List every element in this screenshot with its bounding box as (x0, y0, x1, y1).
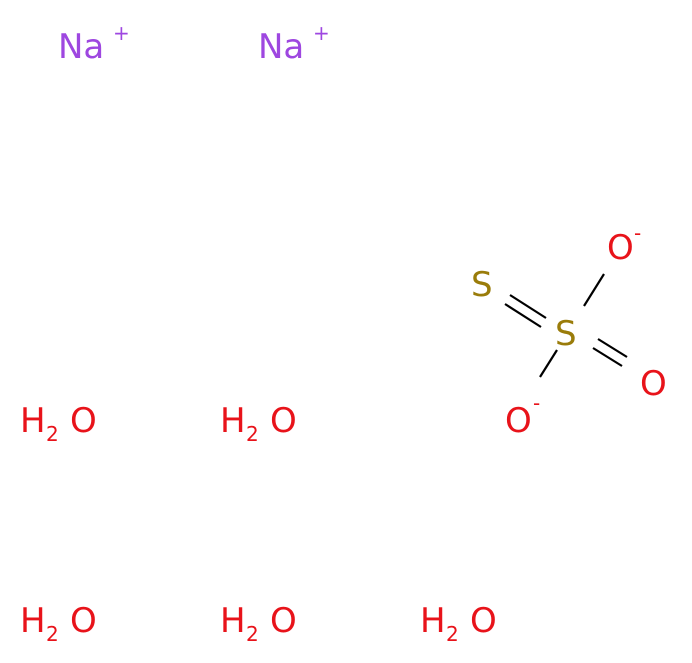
water-molecule: H 2 O (220, 601, 297, 646)
sodium-symbol: Na (258, 27, 304, 67)
s-o-double-bond-line (597, 338, 628, 358)
water-subscript: 2 (246, 422, 259, 446)
water-molecule: H 2 O (420, 601, 497, 646)
s-s-double-bond-line (509, 294, 547, 319)
thiosulfate-bonds (504, 273, 628, 378)
sodium-ion: Na + (258, 21, 330, 67)
terminal-sulfur-atom: S (471, 265, 493, 305)
water-molecule: H 2 O (220, 401, 297, 446)
water-hydrogen: H (20, 601, 46, 641)
water-subscript: 2 (446, 622, 459, 646)
double-bond-oxygen-atom: O (640, 364, 667, 404)
water-oxygen: O (470, 601, 497, 641)
thiosulfate-anion: S S O O - O - (471, 221, 667, 441)
water-oxygen: O (70, 401, 97, 441)
s-o-double-bond-line (592, 347, 623, 367)
water-molecule: H 2 O (20, 601, 97, 646)
water-hydrogen: H (220, 401, 246, 441)
anion-oxygen-charge: - (634, 221, 641, 245)
water-hydrogen: H (20, 401, 46, 441)
water-molecule: H 2 O (20, 401, 97, 446)
sodium-charge: + (113, 21, 130, 45)
water-subscript: 2 (46, 422, 59, 446)
anion-oxygen-atom: O (607, 228, 634, 268)
anion-oxygen-atom: O (505, 401, 532, 441)
s-o-single-bond (539, 349, 558, 378)
anion-oxygen-charge: - (533, 391, 540, 415)
s-s-double-bond-line (504, 303, 542, 328)
water-subscript: 2 (46, 622, 59, 646)
sodium-symbol: Na (58, 27, 104, 67)
water-oxygen: O (70, 601, 97, 641)
water-oxygen: O (270, 601, 297, 641)
central-sulfur-atom: S (555, 314, 577, 354)
water-subscript: 2 (246, 622, 259, 646)
water-oxygen: O (270, 401, 297, 441)
s-o-single-bond (583, 273, 605, 307)
sodium-charge: + (313, 21, 330, 45)
water-hydrogen: H (420, 601, 446, 641)
sodium-ion: Na + (58, 21, 130, 67)
water-hydrogen: H (220, 601, 246, 641)
